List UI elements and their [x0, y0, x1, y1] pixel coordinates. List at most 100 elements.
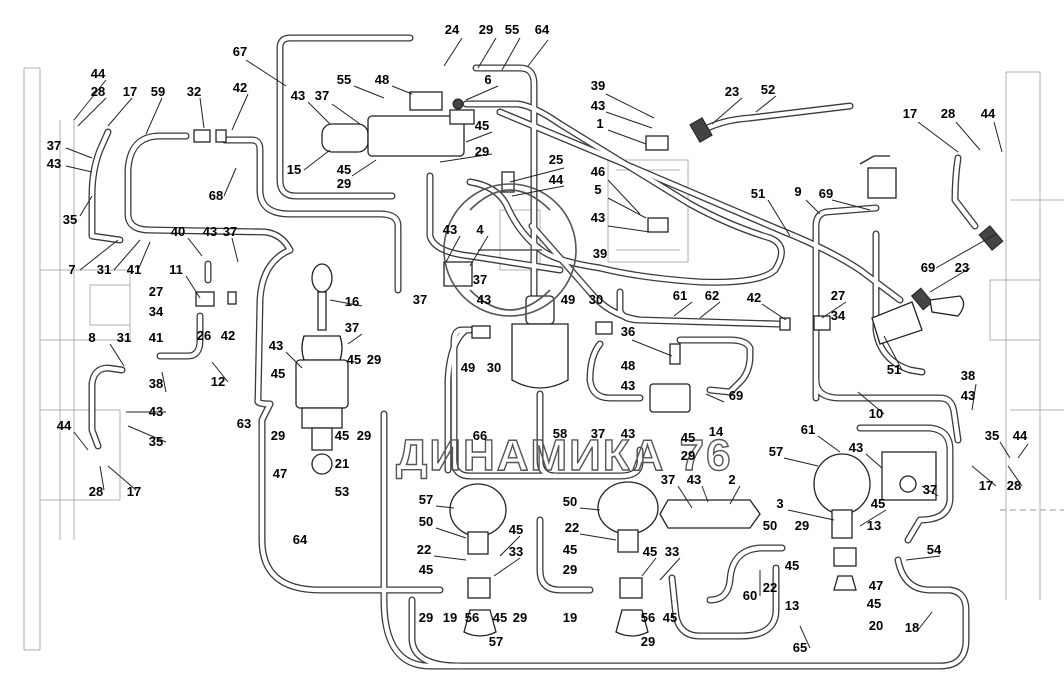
- line-59-inner: [125, 133, 293, 253]
- leader-line: [477, 37, 497, 69]
- component-valve: [449, 109, 475, 125]
- callout-number: 52: [761, 82, 775, 97]
- leader-line: [351, 159, 377, 177]
- watermark-logo-circle: [443, 183, 577, 317]
- callout-number: 37: [315, 88, 329, 103]
- callout-number: 22: [417, 542, 431, 557]
- leader-line: [607, 225, 651, 233]
- callout-number: 45: [643, 544, 657, 559]
- callout-number: 51: [887, 362, 901, 377]
- tee-1: [645, 135, 669, 151]
- callout-number: 43: [849, 440, 863, 455]
- callout-number: 33: [665, 544, 679, 559]
- callout-number: 69: [819, 186, 833, 201]
- callout-number: 45: [871, 496, 885, 511]
- callout-number: 44: [549, 172, 564, 187]
- watermark-logo-mark: [469, 189, 551, 311]
- leader-line: [859, 509, 887, 527]
- fitting-42-left: [227, 291, 237, 305]
- line-top-right: [462, 100, 785, 286]
- callout-number: 23: [725, 84, 739, 99]
- callout-number: 63: [237, 416, 251, 431]
- leader-line: [465, 85, 499, 101]
- component-distributor-body: [367, 115, 465, 157]
- callout-number: 48: [621, 358, 635, 373]
- callout-number: 57: [489, 634, 503, 649]
- callout-number: 43: [269, 338, 283, 353]
- callout-number: 49: [561, 292, 575, 307]
- leader-line: [465, 131, 493, 143]
- leader-line: [445, 235, 461, 263]
- accumulator-50-mid: [617, 529, 639, 553]
- callout-number: 25: [549, 152, 563, 167]
- callout-number: 45: [563, 542, 577, 557]
- leader-line: [1007, 465, 1023, 487]
- leader-line: [817, 435, 841, 453]
- leader-line: [917, 611, 933, 631]
- callout-number: 56: [641, 610, 655, 625]
- leader-line: [187, 237, 203, 257]
- leader-line: [79, 195, 93, 217]
- accumulator-57-right: [813, 453, 871, 515]
- callout-number: 55: [337, 72, 351, 87]
- line-right-loop-inner: [857, 425, 953, 543]
- leader-line: [659, 557, 681, 581]
- callout-number: 29: [795, 518, 809, 533]
- leader-line: [607, 179, 641, 215]
- leader-line: [469, 235, 489, 267]
- callout-number: 34: [831, 308, 846, 323]
- valve-19-left: [467, 577, 491, 599]
- leader-line: [107, 465, 137, 491]
- leader-line: [347, 333, 363, 345]
- callout-number: 58: [553, 426, 567, 441]
- leader-line: [245, 59, 287, 87]
- callout-number: 39: [593, 246, 607, 261]
- callout-number: 43: [591, 210, 605, 225]
- leader-line: [329, 299, 363, 307]
- plate-51: [871, 301, 923, 345]
- leader-line: [821, 301, 847, 319]
- callout-number: 17: [979, 478, 993, 493]
- callout-number: 45: [785, 558, 799, 573]
- callout-number: 43: [621, 426, 635, 441]
- valve-56-left: [463, 609, 497, 637]
- line-51-inner: [497, 109, 903, 303]
- valve-14: [649, 383, 691, 413]
- leader-line: [641, 557, 657, 577]
- callout-number: 56: [465, 610, 479, 625]
- line-65-inner: [381, 411, 563, 669]
- callout-number: 28: [1007, 478, 1021, 493]
- leader-line: [1017, 443, 1029, 459]
- leader-line: [711, 97, 743, 125]
- line-12: [156, 312, 204, 360]
- leader-line: [729, 485, 741, 505]
- callout-number: 44: [981, 106, 996, 121]
- callout-number: 4: [476, 222, 484, 237]
- leader-line: [435, 505, 455, 509]
- leader-line: [353, 85, 385, 99]
- accumulator-50-right: [831, 509, 853, 539]
- callout-number: 28: [89, 484, 103, 499]
- line-60-inner: [707, 545, 785, 603]
- lever-shaft: [317, 291, 327, 331]
- leader-line: [783, 457, 819, 467]
- callout-number: 59: [151, 84, 165, 99]
- leader-line: [767, 199, 791, 237]
- leader-line: [331, 103, 361, 125]
- lever-knob-16: [311, 263, 333, 293]
- line-pump-inner: [427, 173, 563, 273]
- leader-line: [527, 39, 549, 67]
- component-48: [409, 91, 443, 111]
- watermark: ДИНАМИКА 76: [395, 183, 731, 481]
- line-64-left-inner: [259, 401, 443, 593]
- callout-number: 38: [961, 368, 975, 383]
- callout-leaders: [65, 37, 1029, 649]
- callout-number: 30: [487, 360, 501, 375]
- leader-line: [971, 465, 997, 487]
- line-67-inner: [277, 35, 413, 199]
- leader-line: [113, 239, 141, 271]
- leader-line: [999, 441, 1011, 459]
- callout-number: 35: [63, 212, 77, 227]
- callout-number: 43: [47, 156, 61, 171]
- accumulator-50-left: [467, 531, 489, 555]
